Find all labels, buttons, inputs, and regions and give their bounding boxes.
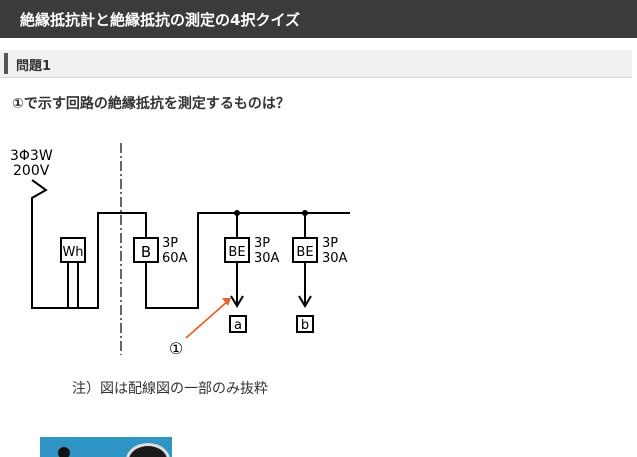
pointer-arrow-line [185, 299, 230, 339]
supply-voltage-label: 200V [13, 163, 50, 179]
diagram-note: 注）図は配線図の一部のみ抜粋 [72, 381, 268, 397]
wiring-diagram: 3Φ3W 200V Wh B 3P 60A BE 3P 30A BE 3P 30… [10, 143, 350, 358]
breaker-be-b-label: BE [296, 245, 313, 260]
branch-b-arrow [298, 295, 312, 308]
photo-dial [126, 443, 170, 457]
wire-main-left [31, 212, 147, 309]
photo-knob [58, 447, 70, 457]
question-number: 問題1 [16, 59, 52, 74]
breaker-be-b-poles: 3P [322, 236, 338, 251]
branch-b-box [296, 315, 314, 333]
breaker-be-a-amps: 30A [254, 251, 280, 266]
wire-main-bus [145, 212, 350, 309]
breaker-be-a-label: BE [228, 245, 245, 260]
branch-a-arrow [230, 295, 244, 308]
breaker-b-poles: 3P [162, 236, 178, 251]
tester-photo [40, 437, 172, 457]
question-text: ①で示す回路の絶縁抵抗を測定するものは？ [12, 96, 290, 112]
branch-b-label: b [301, 318, 309, 333]
question-header: 問題1 [0, 50, 632, 78]
wh-meter-label: Wh [62, 245, 83, 260]
breaker-b-label: B [141, 243, 151, 261]
header-accent-bar [4, 53, 8, 74]
pointer-arrow-head [222, 298, 231, 306]
junction-dot-b [302, 210, 308, 216]
branch-a-label: a [234, 318, 242, 333]
wh-leads [67, 262, 79, 308]
supply-break-symbol [31, 179, 48, 213]
breaker-be-a-poles: 3P [254, 236, 270, 251]
page-title: 絶縁抵抗計と絶縁抵抗の測定の4択クイズ [20, 11, 300, 29]
breaker-be-b-box [292, 237, 318, 263]
breaker-b-amps: 60A [162, 251, 188, 266]
page-title-bar: 絶縁抵抗計と絶縁抵抗の測定の4択クイズ [0, 0, 637, 38]
pointer-label: ① [169, 339, 183, 358]
breaker-be-b-amps: 30A [322, 251, 348, 266]
supply-type-label: 3Φ3W [10, 148, 53, 164]
branch-a-box [229, 315, 247, 333]
wh-meter-box [60, 237, 86, 263]
junction-dot-a [234, 210, 240, 216]
